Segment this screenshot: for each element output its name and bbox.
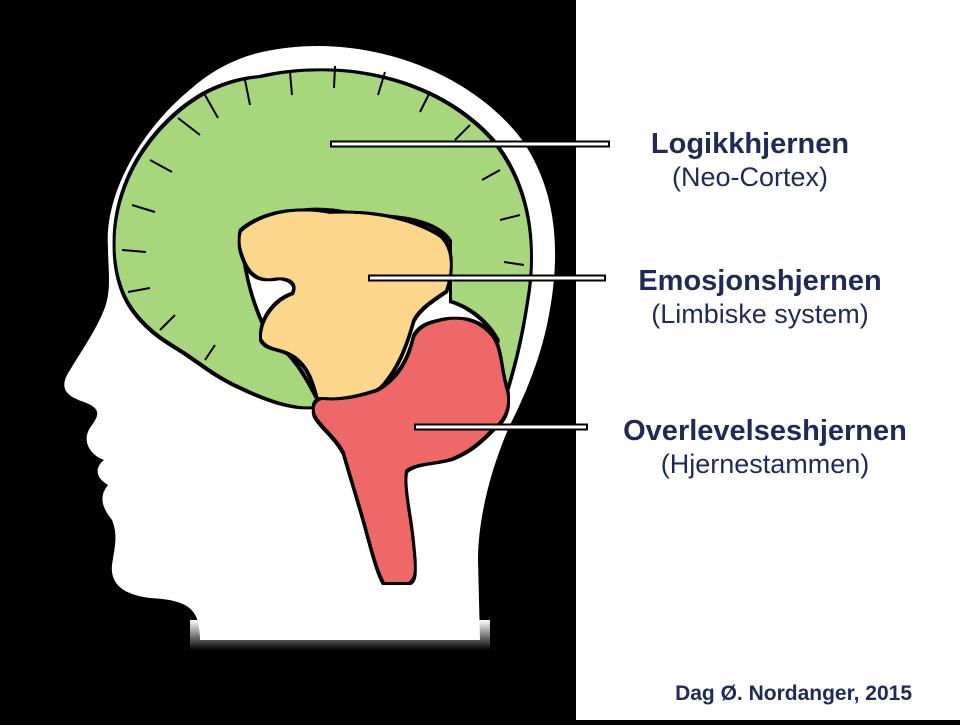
label-survival-subtitle: (Hjernestammen) (660, 449, 870, 479)
neocortex-region (115, 71, 530, 407)
label-logic-title: Logikkhjernen (650, 128, 850, 160)
author-credit: Dag Ø. Nordanger, 2015 (675, 682, 912, 706)
label-logic: Logikkhjernen (Neo-Cortex) (620, 127, 880, 193)
label-emotion-subtitle: (Limbiske system) (651, 299, 869, 329)
leader-lines (330, 140, 610, 431)
label-survival-title: Overlevelseshjernen (623, 415, 907, 447)
brainstem-region (314, 319, 508, 582)
label-emotion: Emosjonshjernen (Limbiske system) (610, 264, 910, 330)
limbic-region (240, 211, 450, 403)
label-survival: Overlevelseshjernen (Hjernestammen) (600, 414, 930, 480)
sulci-lines (121, 65, 525, 361)
label-panel (576, 0, 960, 720)
neck-fade (190, 620, 490, 650)
label-logic-subtitle: (Neo-Cortex) (671, 162, 829, 192)
label-emotion-title: Emosjonshjernen (638, 265, 882, 297)
